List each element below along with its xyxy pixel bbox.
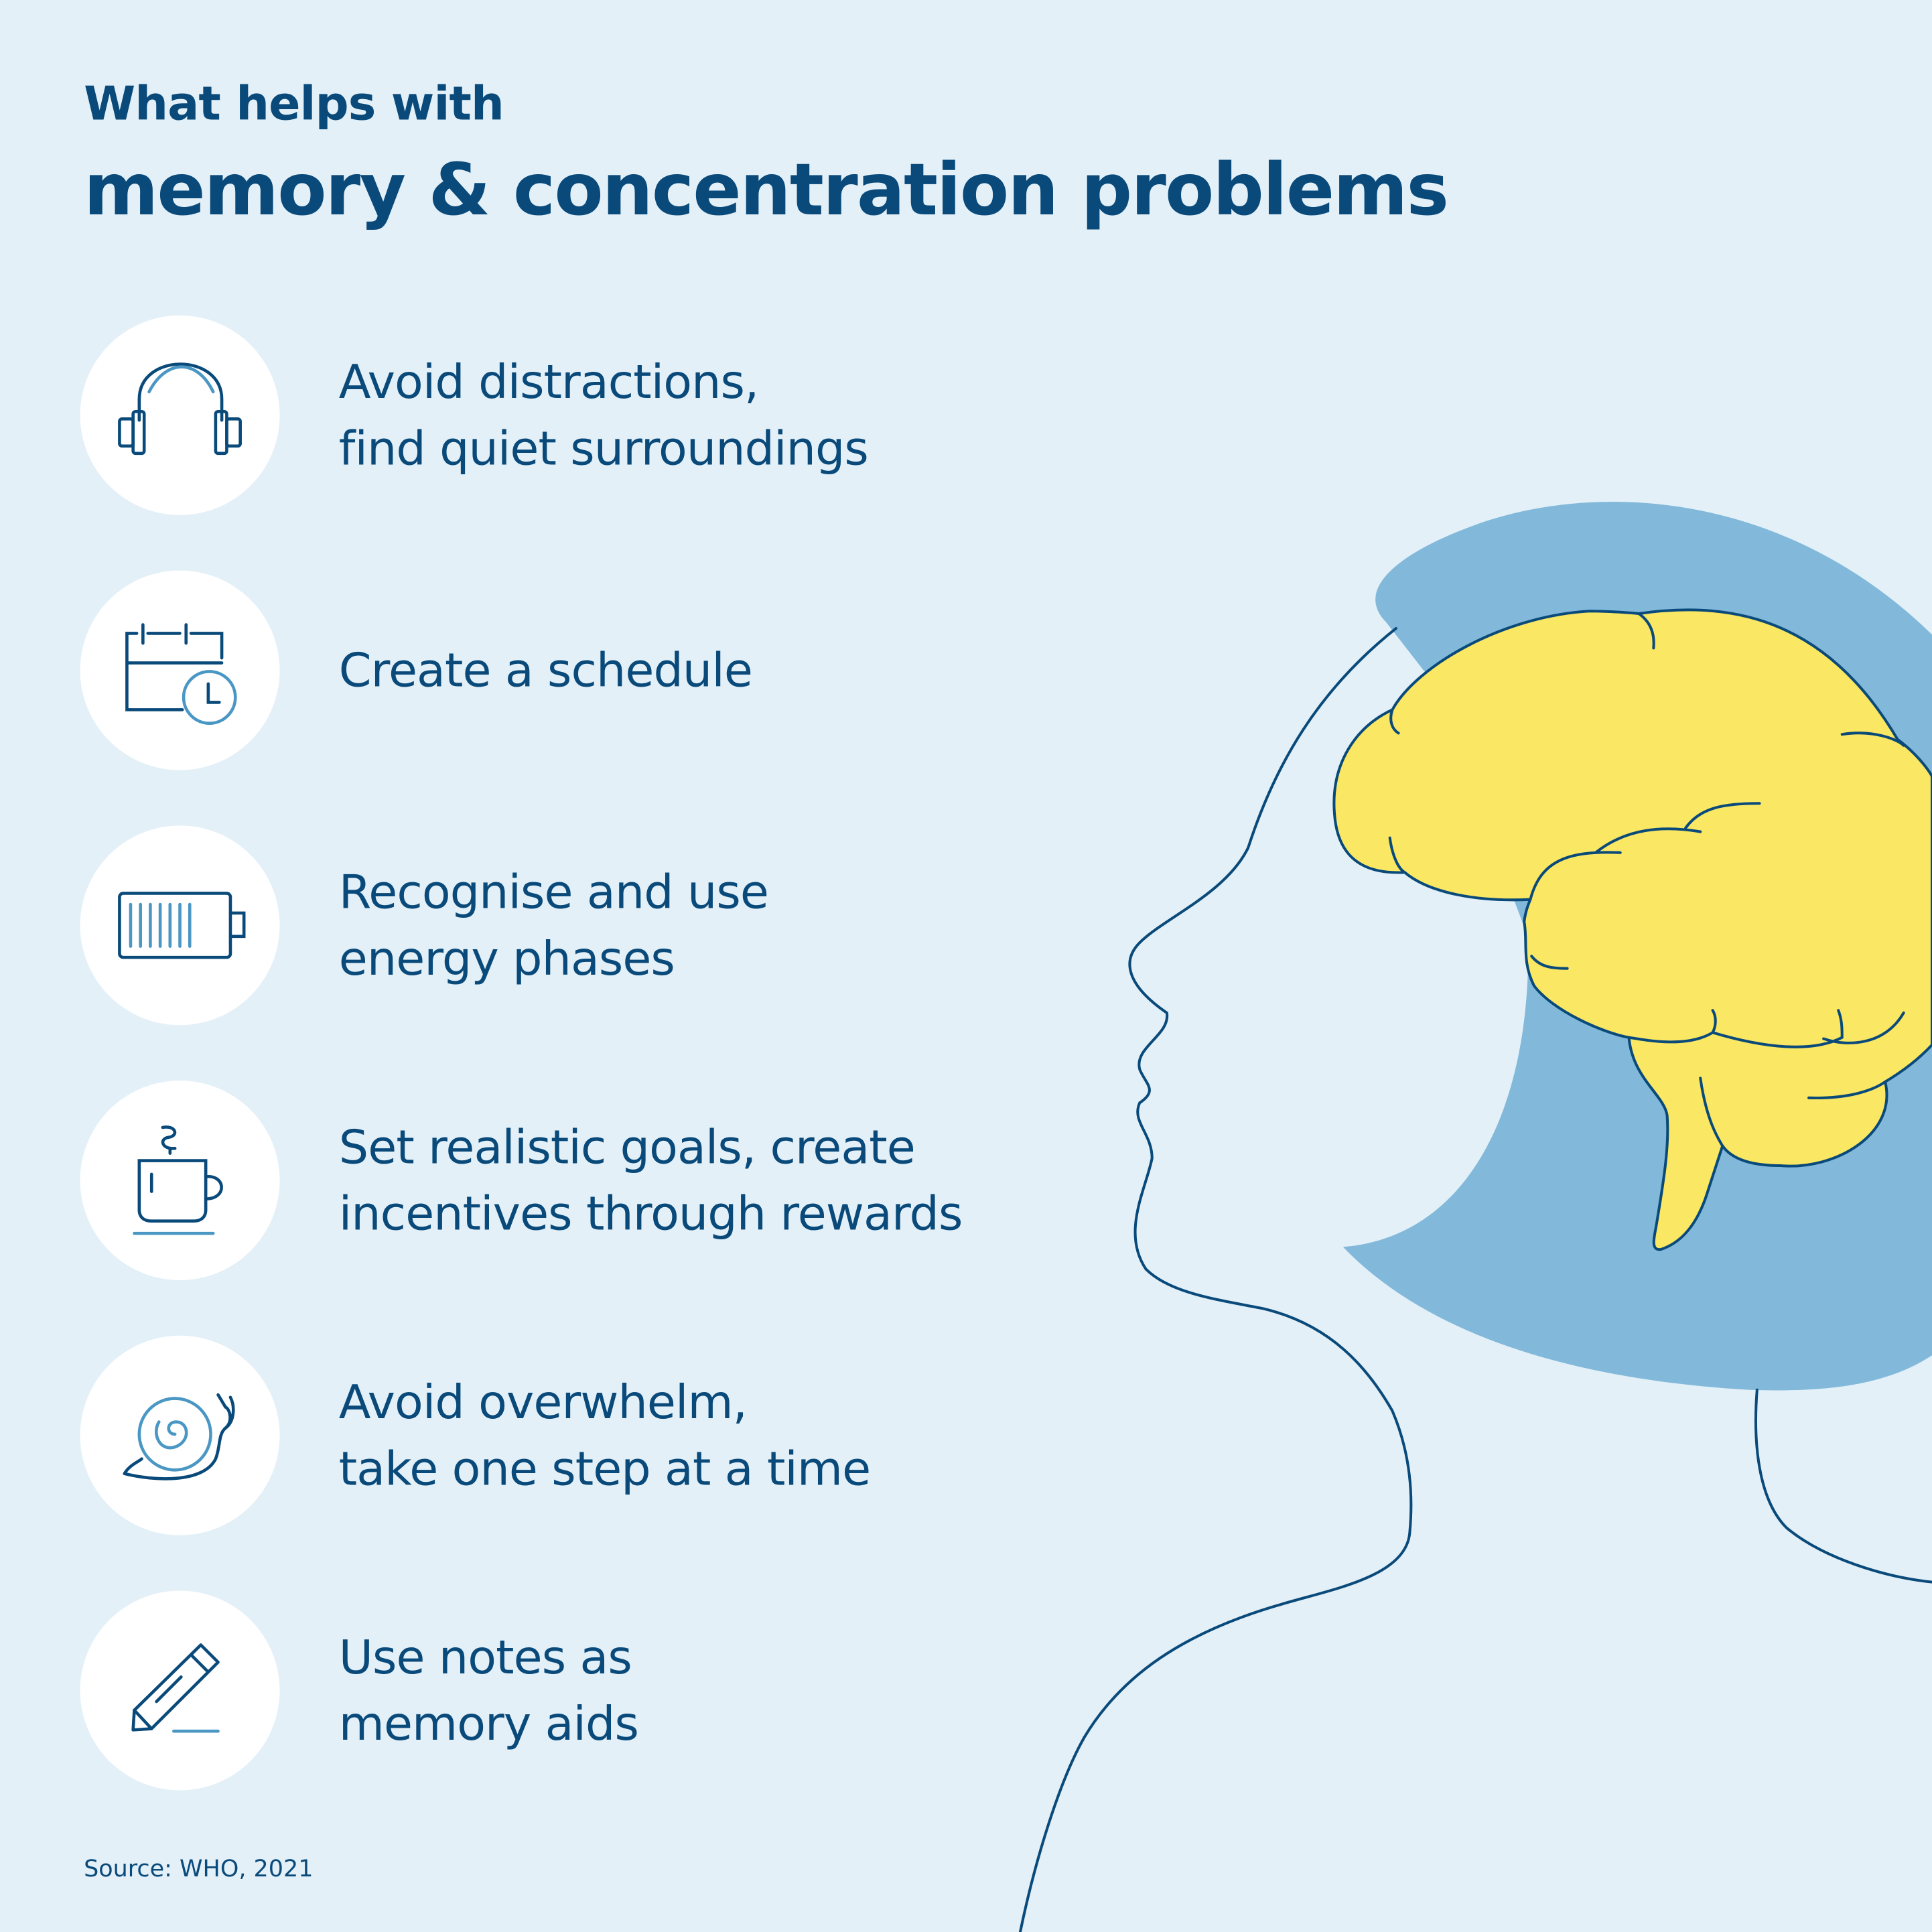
tip-label: Avoid distractions,find quiet surroundin… <box>338 354 869 476</box>
neck-outline <box>1754 1388 1932 1584</box>
tip-label: Create a schedule <box>338 643 753 698</box>
pencil-icon <box>80 1590 280 1791</box>
face-outline <box>1018 627 1413 1932</box>
tip-avoid-distractions: Avoid distractions,find quiet surroundin… <box>80 315 1189 515</box>
tip-label: Avoid overwhelm,take one step at a time <box>338 1375 871 1496</box>
calendar-clock-icon <box>80 570 280 770</box>
battery-icon <box>80 825 280 1026</box>
brain-icon <box>1332 608 1932 1251</box>
headphones-icon <box>80 315 280 515</box>
snail-icon <box>80 1335 280 1535</box>
source-note: Source: WHO, 2021 <box>84 1855 314 1883</box>
tip-create-schedule: Create a schedule <box>80 570 1189 770</box>
coffee-cup-icon <box>80 1081 280 1281</box>
title-line-1: What helps with <box>84 76 504 131</box>
tip-one-step: Avoid overwhelm,take one step at a time <box>80 1335 1189 1535</box>
page-title: memory & concentration problems <box>84 147 1449 232</box>
